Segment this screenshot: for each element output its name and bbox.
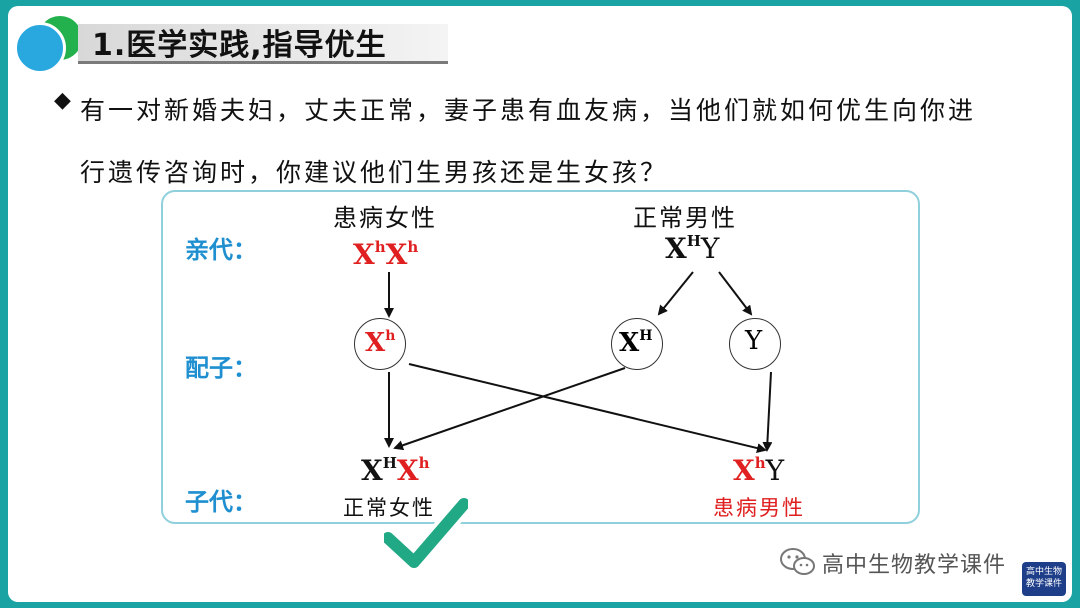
offspring-label: 子代： [185, 488, 257, 516]
gamete-label: 配子： [185, 354, 257, 382]
watermark-text: 高中生物教学课件 [822, 553, 1007, 578]
cross-diagram: 亲代： 配子： 子代： 患病女性 正常男性 XhXh XHY Xh XH Y X… [161, 190, 920, 524]
blue-dot-decoration [14, 22, 66, 74]
daughter-genotype: XHXh [361, 454, 430, 487]
bullet-icon: ◆ [54, 88, 71, 113]
logo-badge: 高中生物 教学课件 [1022, 562, 1066, 596]
parent-generation-label: 亲代： [185, 236, 257, 264]
cross-arrows [384, 271, 773, 453]
male-parent-genotype: XHY [665, 232, 720, 265]
page-title: 1.医学实践,指导优生 [92, 28, 387, 63]
slide: 1.医学实践,指导优生 ◆ 有一对新婚夫妇，丈夫正常，妻子患有血友病，当他们就如… [8, 6, 1072, 602]
wechat-icon [780, 548, 815, 575]
son-genotype: XhY [733, 454, 785, 487]
gamete-circle-XH [611, 318, 663, 370]
female-parent-genotype: XhXh [353, 238, 419, 271]
female-parent-caption: 患病女性 [333, 204, 437, 232]
check-icon [384, 498, 468, 570]
son-caption: 患病男性 [713, 496, 805, 520]
title-bar [78, 24, 448, 64]
arrow-father-to-y-gamete [718, 271, 753, 316]
arrow-XH-to-daughter [393, 367, 626, 451]
gamete-circle-xh [354, 318, 406, 370]
question-text: 有一对新婚夫妇，丈夫正常，妻子患有血友病，当他们就如何优生向你进行遗传咨询时，你… [80, 96, 977, 187]
daughter-caption: 正常女性 [343, 496, 435, 520]
male-parent-caption: 正常男性 [633, 204, 737, 232]
gamete-xh-text: Xh [365, 328, 396, 358]
gamete-XH-text: XH [619, 328, 653, 358]
arrow-father-to-xh-gamete [657, 271, 694, 316]
arrow-xh-to-son [408, 363, 767, 453]
arrow-y-to-son [762, 371, 773, 452]
gamete-circle-y [729, 318, 781, 370]
gamete-y-text: Y [745, 326, 763, 356]
